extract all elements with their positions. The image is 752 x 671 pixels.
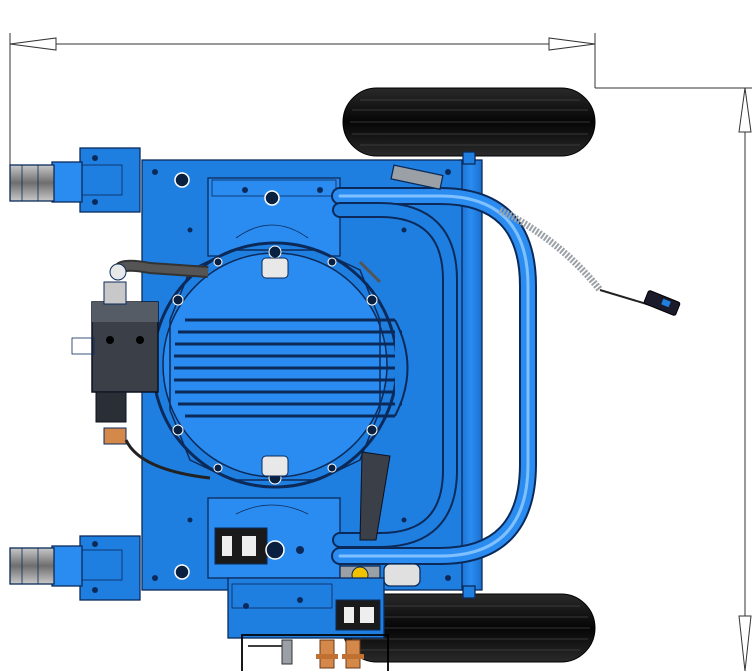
sensor-plug <box>643 290 681 316</box>
inner-frame-arc <box>332 202 458 548</box>
cable-spring <box>498 206 651 306</box>
bottom-mount-block <box>227 577 385 639</box>
arrowhead-top <box>738 87 752 133</box>
arrowhead-right <box>548 37 596 51</box>
width-dimension <box>9 33 596 165</box>
rear-tire <box>342 87 596 157</box>
axle-bar <box>459 151 483 599</box>
depth-dimension <box>595 87 752 671</box>
tilt-lever <box>358 260 391 541</box>
front-tire <box>342 593 596 663</box>
hose-loop <box>331 187 537 565</box>
hose-connector-top <box>390 164 444 191</box>
pump-gearbox <box>71 281 159 445</box>
rear-leg <box>9 147 141 213</box>
drive-drum <box>151 241 409 489</box>
arrowhead-bottom <box>738 615 752 671</box>
front-leg <box>9 535 141 601</box>
lower-mount-block <box>207 497 341 579</box>
brass-fittings <box>281 639 364 669</box>
arrowhead-left <box>9 37 57 51</box>
pump-hose <box>109 259 211 480</box>
